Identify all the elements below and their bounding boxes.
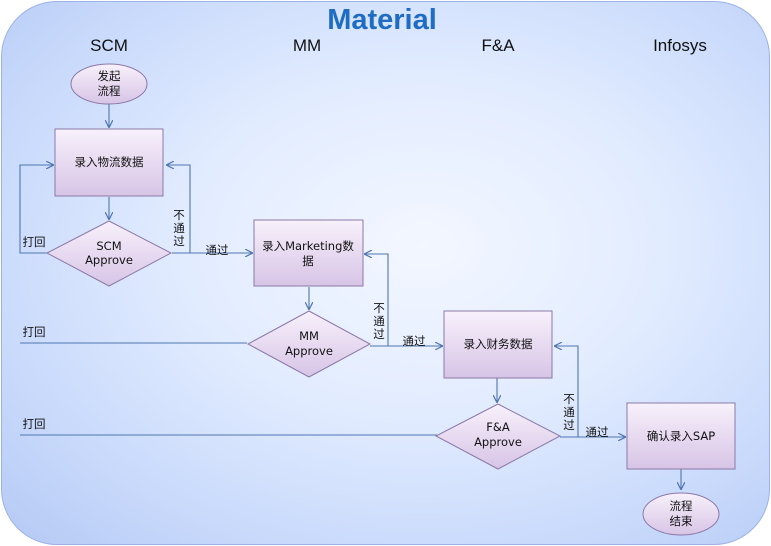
node-mm-entry-line-2: 据 [302,254,314,268]
node-end-line-2: 结束 [670,514,693,528]
label-fa-reject-2: 通 [563,405,575,419]
lane-header-scm: SCM [90,36,128,55]
node-mm-approve: MM Approve [246,310,372,378]
lane-header-infosys: Infosys [653,36,707,55]
node-fa-entry-label: 录入财务数据 [464,337,533,351]
label-scm-reject-3: 过 [173,234,185,248]
node-fa-entry: 录入财务数据 [443,310,553,379]
edges [19,104,681,489]
node-start-line-2: 流程 [98,84,121,98]
label-mm-return: 打回 [23,325,46,339]
node-start-line-1: 发起 [98,69,121,83]
label-fa-reject-1: 不 [563,392,575,406]
node-mm-approve-line-2: Approve [285,344,333,358]
node-scm-approve: SCM Approve [45,220,173,287]
node-mm-entry: 录入Marketing数 据 [253,219,364,287]
edge-mm-reject-loop [365,254,389,347]
edge-scm-return [19,165,53,254]
node-end: 流程 结束 [642,492,720,536]
label-scm-reject-2: 通 [173,221,185,235]
node-end-line-1: 流程 [670,499,693,513]
diagram-title: Material [327,4,437,36]
node-mm-approve-line-1: MM [299,329,319,343]
lane-header-mm: MM [293,36,321,55]
label-fa-reject-3: 过 [563,418,575,432]
node-sap-entry: 确认录入SAP [626,402,736,470]
label-fa-return: 打回 [23,417,46,431]
label-mm-reject-3: 过 [373,327,385,341]
label-fa-pass: 通过 [586,425,609,439]
node-start: 发起 流程 [70,63,148,105]
label-scm-return: 打回 [23,235,46,249]
node-scm-approve-line-1: SCM [96,239,121,253]
node-scm-entry: 录入物流数据 [54,128,164,197]
node-mm-entry-line-1: 录入Marketing数 [262,239,354,253]
label-mm-reject-1: 不 [373,301,385,315]
lane-header-fa: F&A [481,36,515,55]
edge-fa-reject-loop [555,346,579,438]
node-scm-approve-line-2: Approve [85,253,133,267]
label-mm-reject-2: 通 [373,314,385,328]
label-scm-pass: 通过 [206,243,229,257]
node-fa-approve-line-1: F&A [486,420,510,434]
label-scm-reject-1: 不 [173,208,185,222]
node-sap-entry-label: 确认录入SAP [647,429,715,443]
label-mm-pass: 通过 [403,334,426,348]
node-fa-approve: F&A Approve [434,403,562,470]
node-scm-entry-label: 录入物流数据 [75,155,144,169]
edge-scm-reject-loop [167,165,191,254]
node-fa-approve-line-2: Approve [474,435,522,449]
